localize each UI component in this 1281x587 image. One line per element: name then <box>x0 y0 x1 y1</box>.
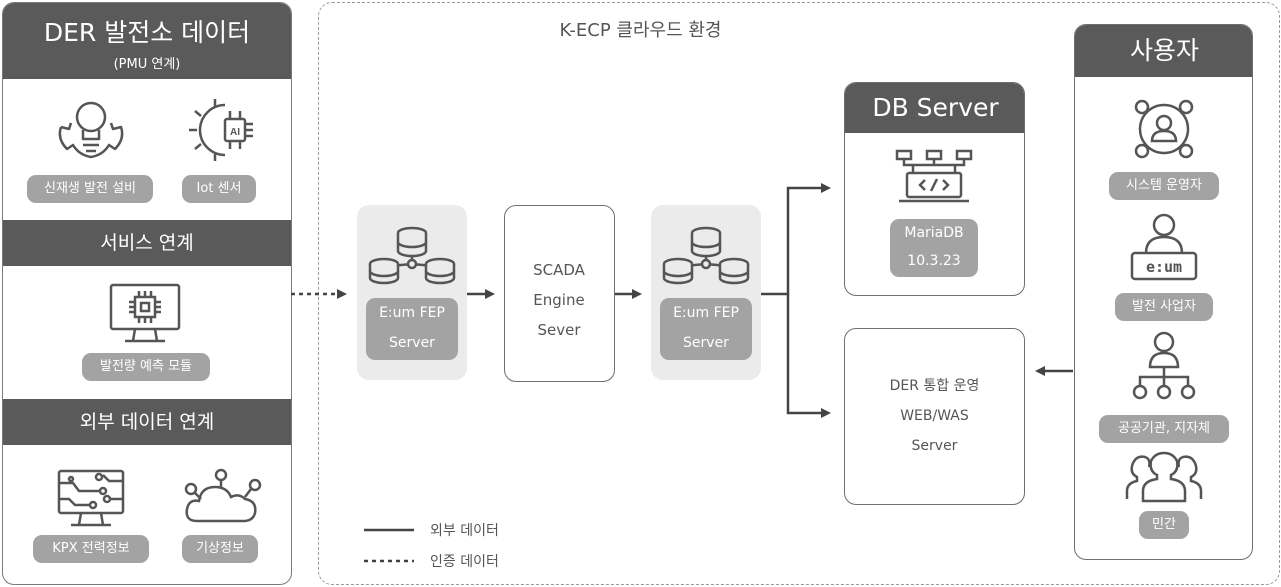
weather-chip: 기상정보 <box>182 535 258 563</box>
user-badge-icon: e:um <box>1130 213 1198 281</box>
sysop-chip: 시스템 운영자 <box>1109 172 1219 200</box>
svg-text:e:um: e:um <box>1146 258 1182 276</box>
fep-1-line2: Server <box>389 335 435 351</box>
iot-chip: Iot 센서 <box>182 175 256 203</box>
web-line3: Server <box>911 438 958 454</box>
der-title: DER 발전소 데이터 <box>43 18 251 47</box>
users-panel: 사용자 시스템 운영자 e:um 발전 사업자 공공기관, 지자체 <box>1074 24 1253 560</box>
web-was-label: DER 통합 운영 WEB/WAS Server <box>844 371 1025 461</box>
fep-2-label: E:um FEP Server <box>660 298 752 360</box>
org-chart-icon <box>1132 331 1196 400</box>
renewable-chip: 신재생 발전 설비 <box>27 175 153 203</box>
ai-chip-icon: AI <box>189 99 253 161</box>
service-header: 서비스 연계 <box>3 220 291 266</box>
database-network-icon <box>368 226 456 285</box>
scada-line3: Sever <box>537 321 581 339</box>
web-line1: DER 통합 운영 <box>889 378 980 394</box>
kpx-chip: KPX 전력정보 <box>33 535 149 563</box>
fep-1-line1: E:um FEP <box>379 305 445 321</box>
circuit-monitor-icon <box>57 469 125 527</box>
mariadb-chip: MariaDB 10.3.23 <box>890 219 978 277</box>
der-header: DER 발전소 데이터 (PMU 연계) <box>3 3 291 79</box>
public-chip: 공공기관, 지자체 <box>1099 415 1229 443</box>
legend-solid-label: 외부 데이터 <box>430 523 499 539</box>
svg-text:AI: AI <box>230 127 240 138</box>
database-network-icon <box>662 226 750 285</box>
legend-dotted-label: 인증 데이터 <box>430 554 499 570</box>
user-circle-icon <box>1134 99 1194 159</box>
cloud-title: K-ECP 클라우드 환경 <box>559 20 722 41</box>
der-data-panel: DER 발전소 데이터 (PMU 연계) AI 신재생 발전 설비 <box>2 2 292 585</box>
fep-2-line1: E:um FEP <box>673 305 739 321</box>
scada-label: SCADA Engine Sever <box>504 255 614 345</box>
group-icon <box>1125 451 1203 503</box>
db-title: DB Server <box>845 83 1024 133</box>
scada-line2: Engine <box>533 291 585 309</box>
private-chip: 민간 <box>1139 511 1189 539</box>
scada-line1: SCADA <box>533 261 585 279</box>
monitor-chip-icon <box>109 283 181 343</box>
fep-1-label: E:um FEP Server <box>366 298 458 360</box>
external-header: 외부 데이터 연계 <box>3 399 291 445</box>
der-subtitle: (PMU 연계) <box>113 57 181 72</box>
operator-chip: 발전 사업자 <box>1115 293 1213 321</box>
users-title: 사용자 <box>1075 25 1252 77</box>
cloud-network-icon <box>184 468 262 523</box>
scada-engine-box <box>504 205 615 382</box>
web-line2: WEB/WAS <box>900 408 969 424</box>
fep-2-line2: Server <box>683 335 729 351</box>
lightbulb-gear-icon <box>58 101 124 159</box>
forecast-chip: 발전량 예측 모듈 <box>82 353 210 381</box>
server-code-icon <box>895 149 973 203</box>
mariadb-line2: 10.3.23 <box>907 253 961 269</box>
web-was-box <box>844 328 1025 505</box>
mariadb-line1: MariaDB <box>904 225 964 241</box>
